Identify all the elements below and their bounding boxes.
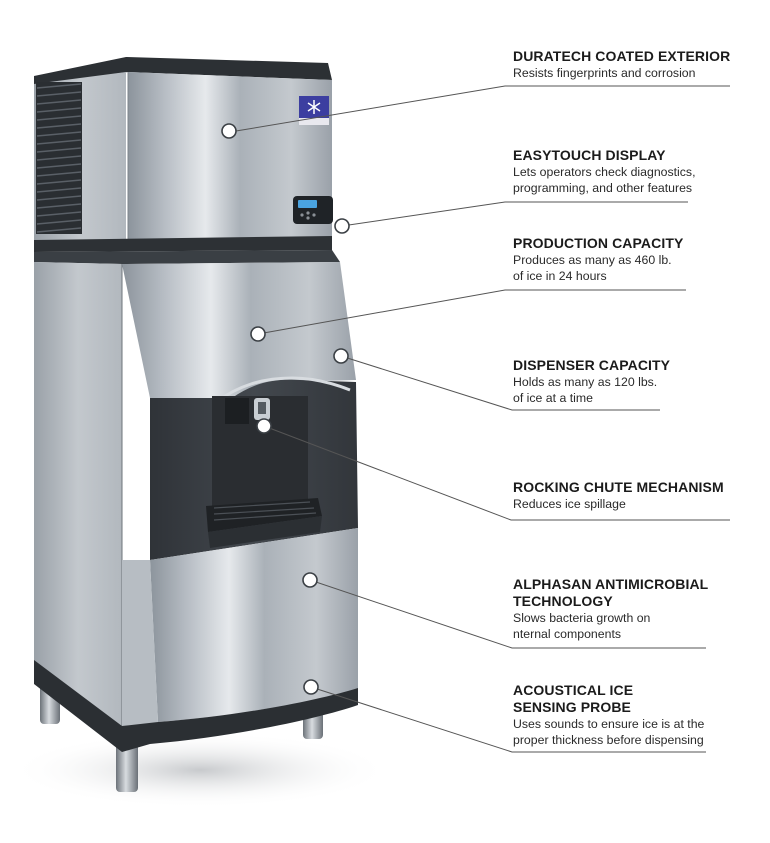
callout-dot-duratech[interactable]: [221, 123, 237, 139]
callout-desc: Produces as many as 460 lb.: [513, 253, 672, 267]
condenser-louvers-icon: [36, 82, 82, 234]
callout-title: TECHNOLOGY: [513, 593, 613, 609]
callout-title: ROCKING CHUTE MECHANISM: [513, 479, 724, 495]
callout-rocking-chute: ROCKING CHUTE MECHANISM Reduces ice spil…: [513, 479, 724, 512]
drip-tray-icon: [206, 498, 322, 548]
callout-duratech: DURATECH COATED EXTERIOR Resists fingerp…: [513, 48, 730, 81]
callout-desc: Reduces ice spillage: [513, 497, 626, 511]
floor-shadow: [10, 732, 390, 808]
ice-chute-icon: [225, 398, 270, 424]
callout-dot-acoustical[interactable]: [303, 679, 319, 695]
callout-title: DURATECH COATED EXTERIOR: [513, 48, 731, 64]
callout-desc: Holds as many as 120 lbs.: [513, 375, 658, 389]
callout-title: ACOUSTICAL ICE: [513, 682, 634, 698]
easytouch-display-icon: [293, 196, 333, 224]
callout-title: ALPHASAN ANTIMICROBIAL: [513, 576, 709, 592]
callout-dot-easytouch[interactable]: [334, 218, 350, 234]
callout-dispenser: DISPENSER CAPACITY Holds as many as 120 …: [513, 357, 670, 406]
callout-dot-alphasan[interactable]: [302, 572, 318, 588]
callout-title: DISPENSER CAPACITY: [513, 357, 671, 373]
brand-logo-icon: [299, 96, 329, 125]
callout-desc: Uses sounds to ensure ice is at the: [513, 717, 705, 731]
callout-title: EASYTOUCH DISPLAY: [513, 147, 666, 163]
callout-desc: of ice at a time: [513, 391, 593, 405]
callout-desc: proper thickness before dispensing: [513, 733, 704, 747]
callout-title: PRODUCTION CAPACITY: [513, 235, 684, 251]
callout-desc: programming, and other features: [513, 181, 693, 195]
callout-desc: of ice in 24 hours: [513, 269, 607, 283]
callout-desc: nternal components: [513, 627, 622, 641]
callout-desc: Resists fingerprints and corrosion: [513, 66, 696, 80]
dispenser-bin: [34, 250, 358, 752]
callout-acoustical: ACOUSTICAL ICE SENSING PROBE Uses sounds…: [513, 682, 704, 748]
callout-desc: Slows bacteria growth on: [513, 611, 651, 625]
callout-dot-rocking-chute[interactable]: [256, 418, 272, 434]
callout-dot-production[interactable]: [250, 326, 266, 342]
callout-desc: Lets operators check diagnostics,: [513, 165, 696, 179]
ice-maker-head: [34, 57, 333, 252]
callout-easytouch: EASYTOUCH DISPLAY Lets operators check d…: [513, 147, 696, 196]
callout-production: PRODUCTION CAPACITY Produces as many as …: [513, 235, 683, 284]
callout-alphasan: ALPHASAN ANTIMICROBIAL TECHNOLOGY Slows …: [513, 576, 708, 642]
callout-title: SENSING PROBE: [513, 699, 631, 715]
callout-lines: [235, 85, 730, 753]
callout-dot-dispenser[interactable]: [333, 348, 349, 364]
